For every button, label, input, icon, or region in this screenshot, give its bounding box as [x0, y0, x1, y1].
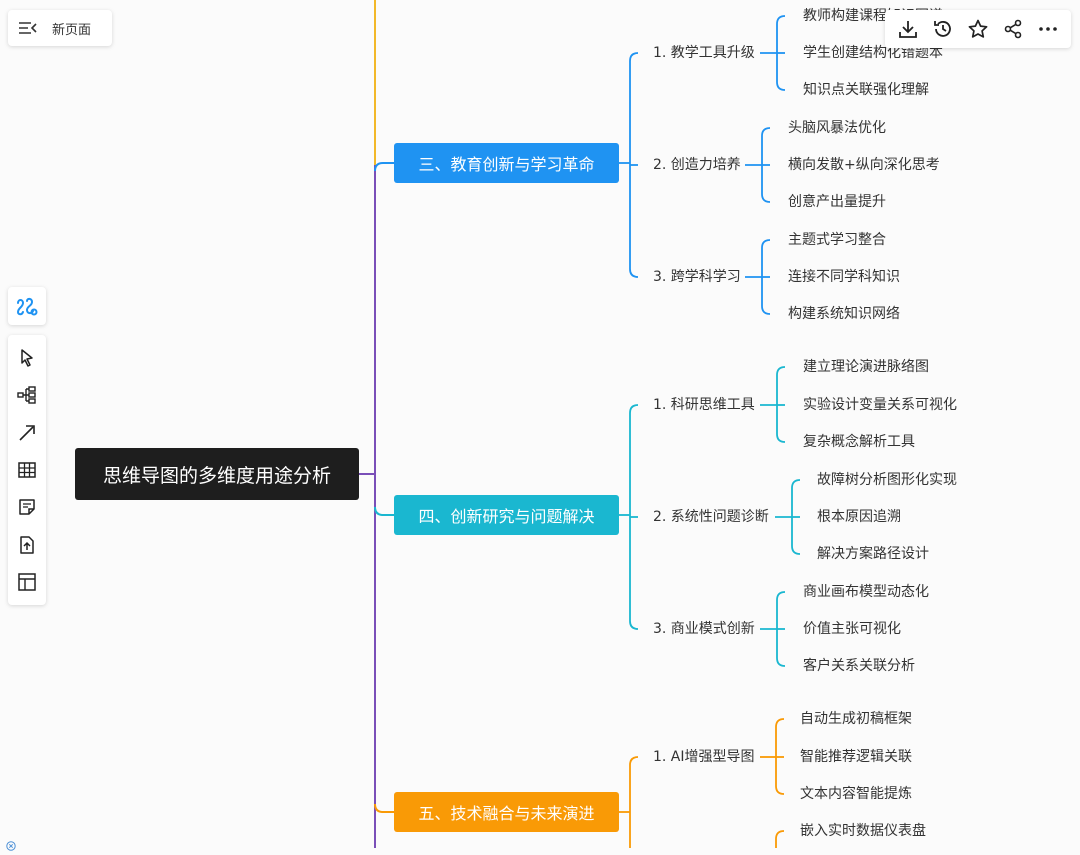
share-icon[interactable] [1000, 16, 1026, 42]
sub-node-creativity[interactable]: 2. 创造力培养 [651, 155, 743, 175]
page-header: 新页面 [8, 10, 112, 46]
leaf-node[interactable]: 连接不同学科知识 [786, 267, 902, 287]
upload-file-icon[interactable] [14, 532, 40, 558]
sub-bracket-technology [629, 756, 639, 848]
leaf-node[interactable]: 主题式学习整合 [786, 230, 888, 250]
more-icon[interactable] [1035, 16, 1061, 42]
leaf-node[interactable]: 文本内容智能提炼 [798, 784, 914, 804]
leaf-node[interactable]: 自动生成初稿框架 [798, 709, 914, 729]
app-logo-icon[interactable] [8, 287, 46, 325]
leaf-node[interactable]: 构建系统知识网络 [786, 304, 902, 324]
root-node[interactable]: 思维导图的多维度用途分析 [75, 448, 359, 500]
leaf-node[interactable]: 建立理论演进脉络图 [801, 357, 931, 377]
leaf-node[interactable]: 客户关系关联分析 [801, 656, 917, 676]
download-icon[interactable] [895, 16, 921, 42]
leaf-node[interactable]: 创意产出量提升 [786, 192, 888, 212]
close-circle-icon[interactable] [6, 836, 16, 851]
sub-node-ai-mindmap[interactable]: 1. AI增强型导图 [651, 747, 757, 767]
top-toolbar [885, 10, 1071, 48]
leaf-node[interactable]: 根本原因追溯 [815, 507, 903, 527]
menu-collapse-icon[interactable] [18, 15, 38, 41]
leaf-node[interactable]: 故障树分析图形化实现 [815, 470, 959, 490]
star-icon[interactable] [965, 16, 991, 42]
leaf-node[interactable]: 解决方案路径设计 [815, 544, 931, 564]
leaf-node[interactable]: 横向发散+纵向深化思考 [786, 155, 942, 175]
page-title[interactable]: 新页面 [52, 22, 92, 38]
sticky-note-icon[interactable] [14, 494, 40, 520]
leaf-node[interactable]: 学生创建结构化错题本 [801, 43, 945, 63]
mindmap-structure-icon[interactable] [14, 382, 40, 408]
branch-connector-technology [374, 803, 394, 813]
layout-template-icon[interactable] [14, 569, 40, 595]
select-pointer-icon[interactable] [14, 345, 40, 371]
leaf-node[interactable]: 智能推荐逻辑关联 [798, 747, 914, 767]
sub-node-interdisciplinary[interactable]: 3. 跨学科学习 [651, 267, 743, 287]
branch-node-technology[interactable]: 五、技术融合与未来演进 [394, 792, 619, 832]
sub-node-teaching-tools[interactable]: 1. 教学工具升级 [651, 43, 757, 63]
arrow-connector-icon[interactable] [14, 420, 40, 446]
leaf-node[interactable]: 嵌入实时数据仪表盘 [798, 821, 928, 841]
leaf-node[interactable]: 复杂概念解析工具 [801, 432, 917, 452]
leaf-node[interactable]: 头脑风暴法优化 [786, 118, 888, 138]
branch-node-education[interactable]: 三、教育创新与学习革命 [394, 143, 619, 183]
leaf-node[interactable]: 知识点关联强化理解 [801, 80, 931, 100]
sub-node-diagnosis[interactable]: 2. 系统性问题诊断 [651, 507, 771, 527]
sub-node-business-model[interactable]: 3. 商业模式创新 [651, 619, 757, 639]
leaf-node[interactable]: 价值主张可视化 [801, 619, 903, 639]
branch-connector-education [374, 162, 394, 172]
leaf-node[interactable]: 实验设计变量关系可视化 [801, 395, 959, 415]
table-icon[interactable] [14, 457, 40, 483]
history-icon[interactable] [930, 16, 956, 42]
leaf-node[interactable]: 商业画布模型动态化 [801, 582, 931, 602]
left-toolbar [8, 335, 46, 605]
branch-connector-research [374, 506, 394, 516]
sub-node-research-tools[interactable]: 1. 科研思维工具 [651, 395, 757, 415]
leaf-bracket [775, 830, 785, 848]
branch-node-research[interactable]: 四、创新研究与问题解决 [394, 495, 619, 535]
